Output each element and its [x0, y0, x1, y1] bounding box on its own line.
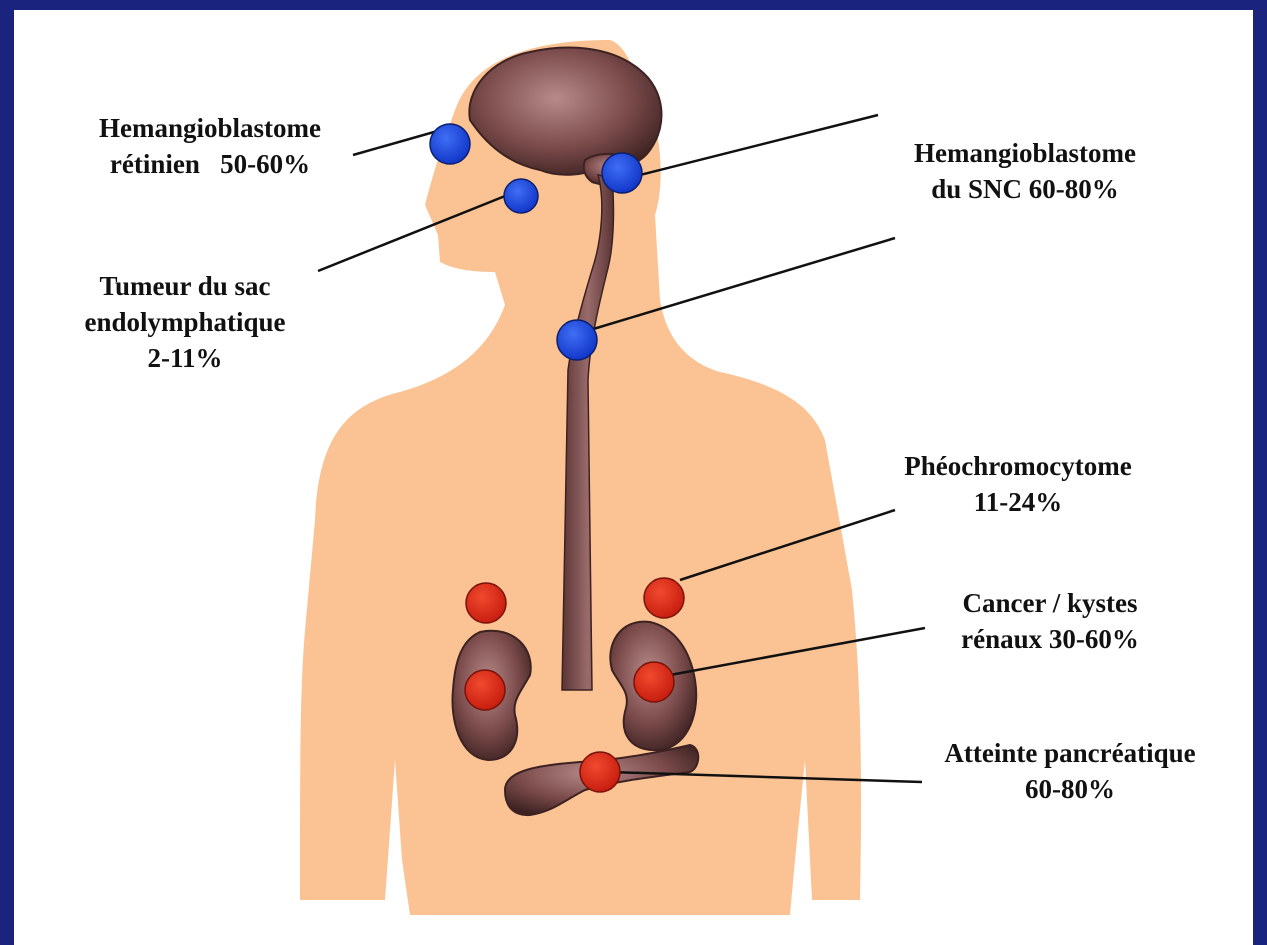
label-endolymphatic-line1: Tumeur du sac [50, 268, 320, 304]
label-pheochromocytoma: Phéochromocytome 11-24% [878, 448, 1158, 520]
label-pancreas-line1: Atteinte pancréatique [890, 735, 1250, 771]
marker-adrenal-right [644, 578, 684, 618]
label-pheo-line2: 11-24% [878, 484, 1158, 520]
label-endolymphatic-line3: 2-11% [50, 340, 320, 376]
marker-endolymphatic [504, 179, 538, 213]
marker-spinal [557, 320, 597, 360]
label-pheo-line1: Phéochromocytome [878, 448, 1158, 484]
label-retinal-line1: Hemangioblastome [60, 110, 360, 146]
marker-kidney-left [465, 670, 505, 710]
marker-cerebellar [602, 153, 642, 193]
marker-pancreas [580, 752, 620, 792]
label-endolymphatic-sac-tumor: Tumeur du sac endolymphatique 2-11% [50, 268, 320, 376]
label-cns-line2: du SNC 60-80% [870, 171, 1180, 207]
label-pancreatic-involvement: Atteinte pancréatique 60-80% [890, 735, 1250, 807]
label-cns-line1: Hemangioblastome [870, 135, 1180, 171]
label-retinal-hemangioblastoma: Hemangioblastome rétinien 50-60% [60, 110, 360, 182]
marker-retinal [430, 124, 470, 164]
label-renal-line2: rénaux 30-60% [910, 621, 1190, 657]
leader-cns [628, 115, 878, 178]
label-endolymphatic-line2: endolymphatique [50, 304, 320, 340]
label-renal-line1: Cancer / kystes [910, 585, 1190, 621]
label-renal-cancer-cysts: Cancer / kystes rénaux 30-60% [910, 585, 1190, 657]
marker-adrenal-left [466, 583, 506, 623]
label-cns-hemangioblastoma: Hemangioblastome du SNC 60-80% [870, 135, 1180, 207]
marker-kidney-right [634, 662, 674, 702]
label-pancreas-line2: 60-80% [890, 771, 1250, 807]
label-retinal-line2: rétinien 50-60% [60, 146, 360, 182]
